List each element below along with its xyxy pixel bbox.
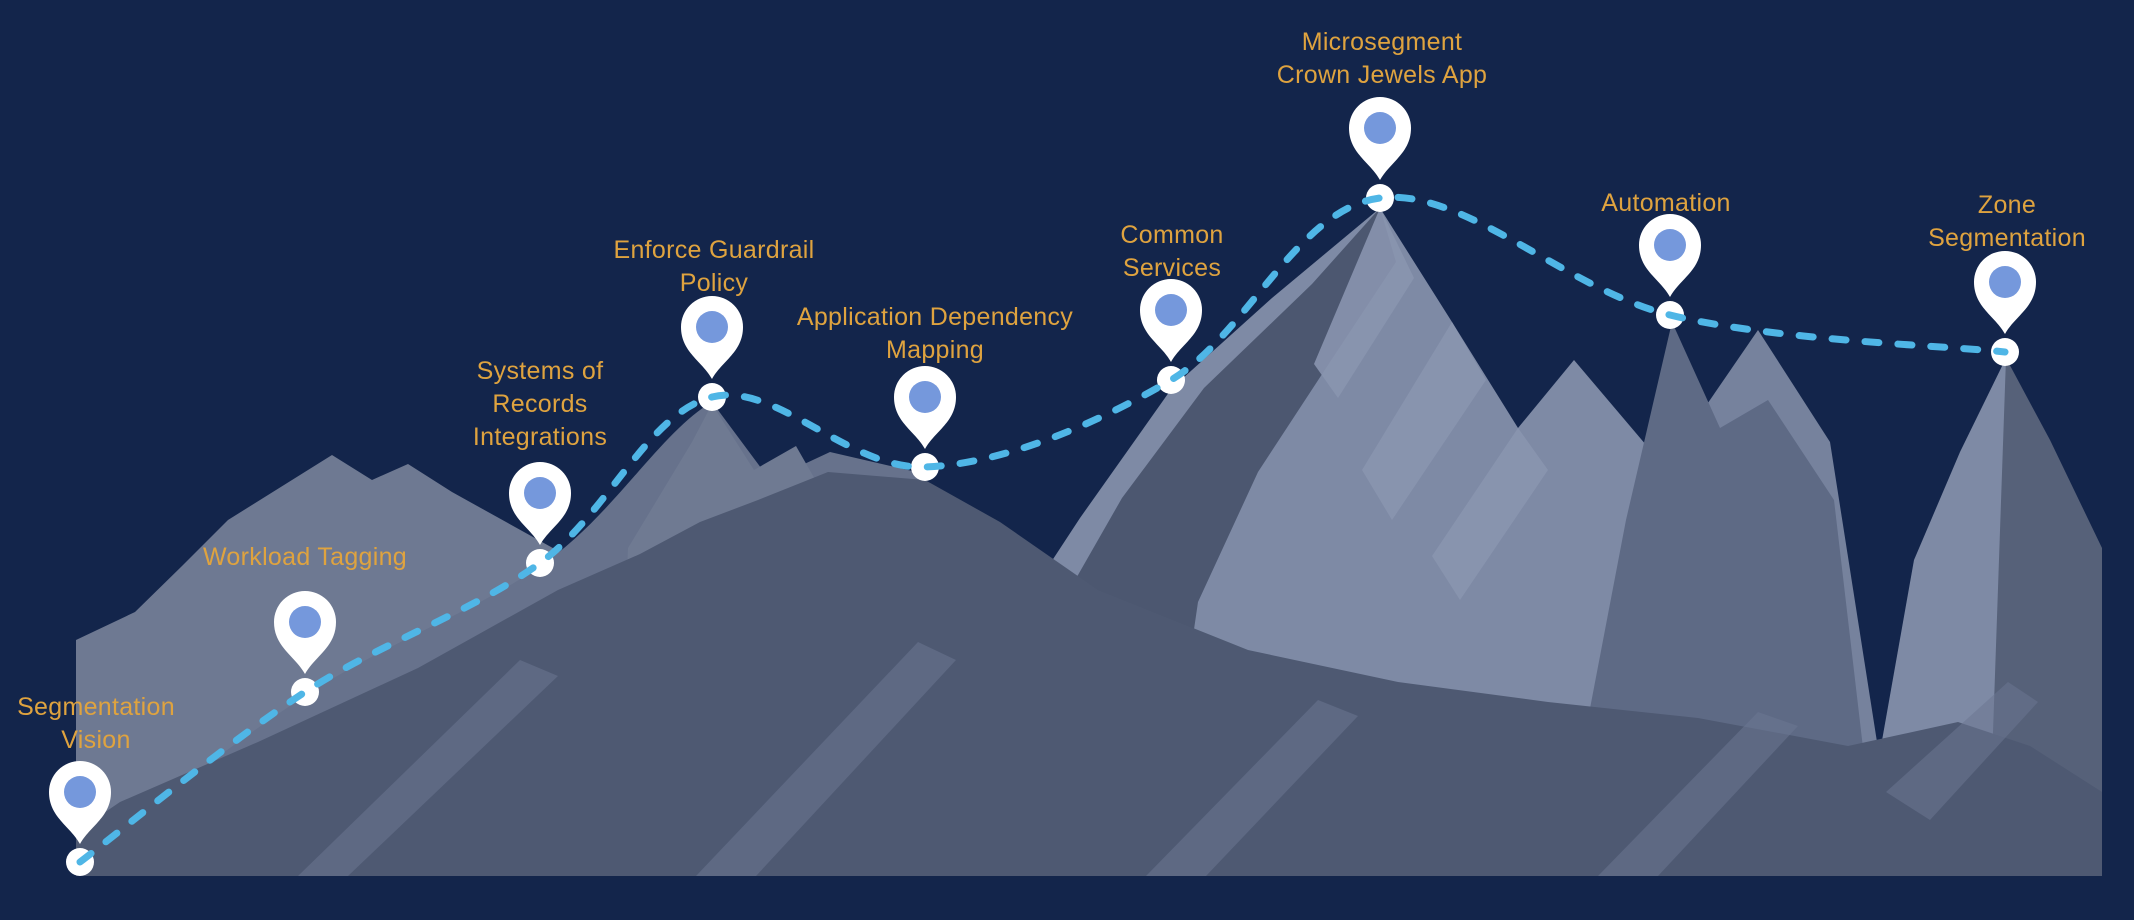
mountain-streak xyxy=(696,642,956,876)
pin-dot xyxy=(524,477,556,509)
mountain-streak xyxy=(1314,208,1414,398)
location-pin-icon xyxy=(1973,250,2036,334)
mountain-streak xyxy=(1362,322,1486,520)
location-pin-icon xyxy=(681,296,743,379)
pin-dot xyxy=(1989,266,2021,298)
location-pin-icon xyxy=(49,761,111,844)
pin-dot xyxy=(289,606,321,638)
pin-dot xyxy=(1364,112,1396,144)
pin-dot xyxy=(64,776,96,808)
route-layer xyxy=(49,97,2036,876)
mountain-streak xyxy=(1598,712,1798,876)
mountain-streak xyxy=(1432,428,1548,600)
pin-dot xyxy=(696,311,728,343)
location-pin-icon xyxy=(273,590,336,674)
pin-dot xyxy=(1654,229,1686,261)
location-pin-icon xyxy=(1140,279,1202,362)
mountain-range xyxy=(76,208,2102,876)
mountain-streak xyxy=(1146,700,1358,876)
location-pin-icon xyxy=(1639,214,1701,297)
pin-dot xyxy=(909,381,941,413)
pin-dot xyxy=(1155,294,1187,326)
mountain-streak xyxy=(1886,682,2038,820)
mountain-streak xyxy=(298,660,558,876)
location-pin-icon xyxy=(509,462,571,545)
location-pin-icon xyxy=(1349,97,1411,180)
mountain-layer-foreground xyxy=(76,472,2102,876)
location-pin-icon xyxy=(894,366,956,449)
